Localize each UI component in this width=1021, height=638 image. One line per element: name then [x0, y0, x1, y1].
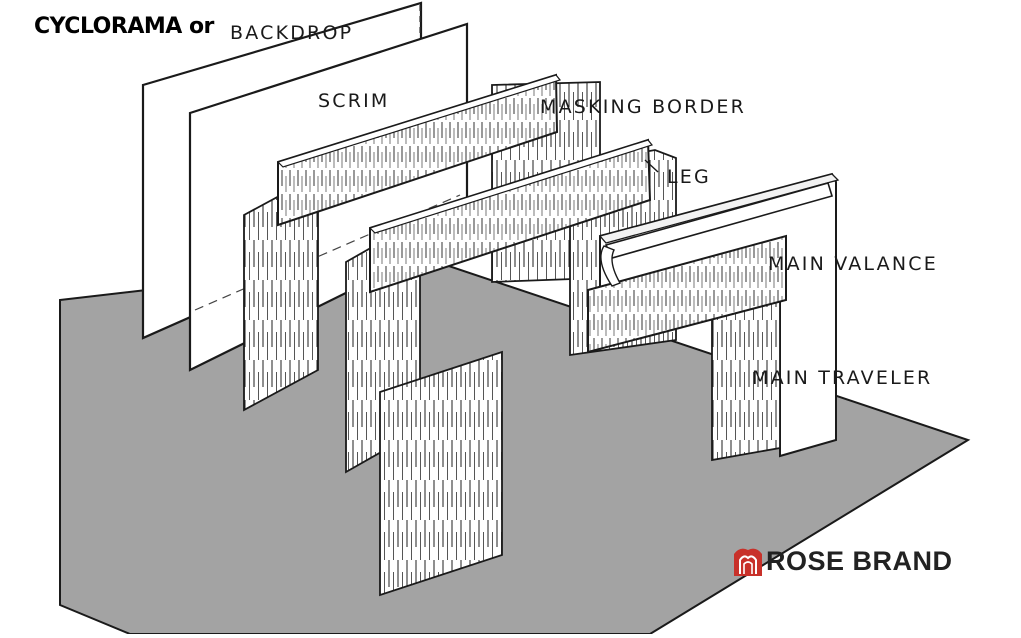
or-label: or: [188, 14, 214, 39]
main-valance-label: MAIN VALANCE: [768, 253, 938, 275]
front-leg: [379, 350, 503, 597]
backdrop-label: BACKDROP: [230, 22, 354, 44]
brand-name: ROSE BRAND: [766, 545, 953, 576]
rose-brand-logo: ROSE BRAND: [732, 544, 953, 578]
masking-border-label: MASKING BORDER: [540, 96, 746, 118]
cyclorama-label: CYCLORAMA: [34, 14, 182, 39]
main-traveler-label: MAIN TRAVELER: [752, 367, 933, 389]
scrim-label: SCRIM: [318, 90, 390, 112]
cyclorama-title: CYCLORAMA or: [34, 14, 214, 39]
rose-logo-icon: [734, 548, 762, 576]
main-valance: [587, 234, 787, 354]
leg-label: LEG: [667, 166, 711, 188]
